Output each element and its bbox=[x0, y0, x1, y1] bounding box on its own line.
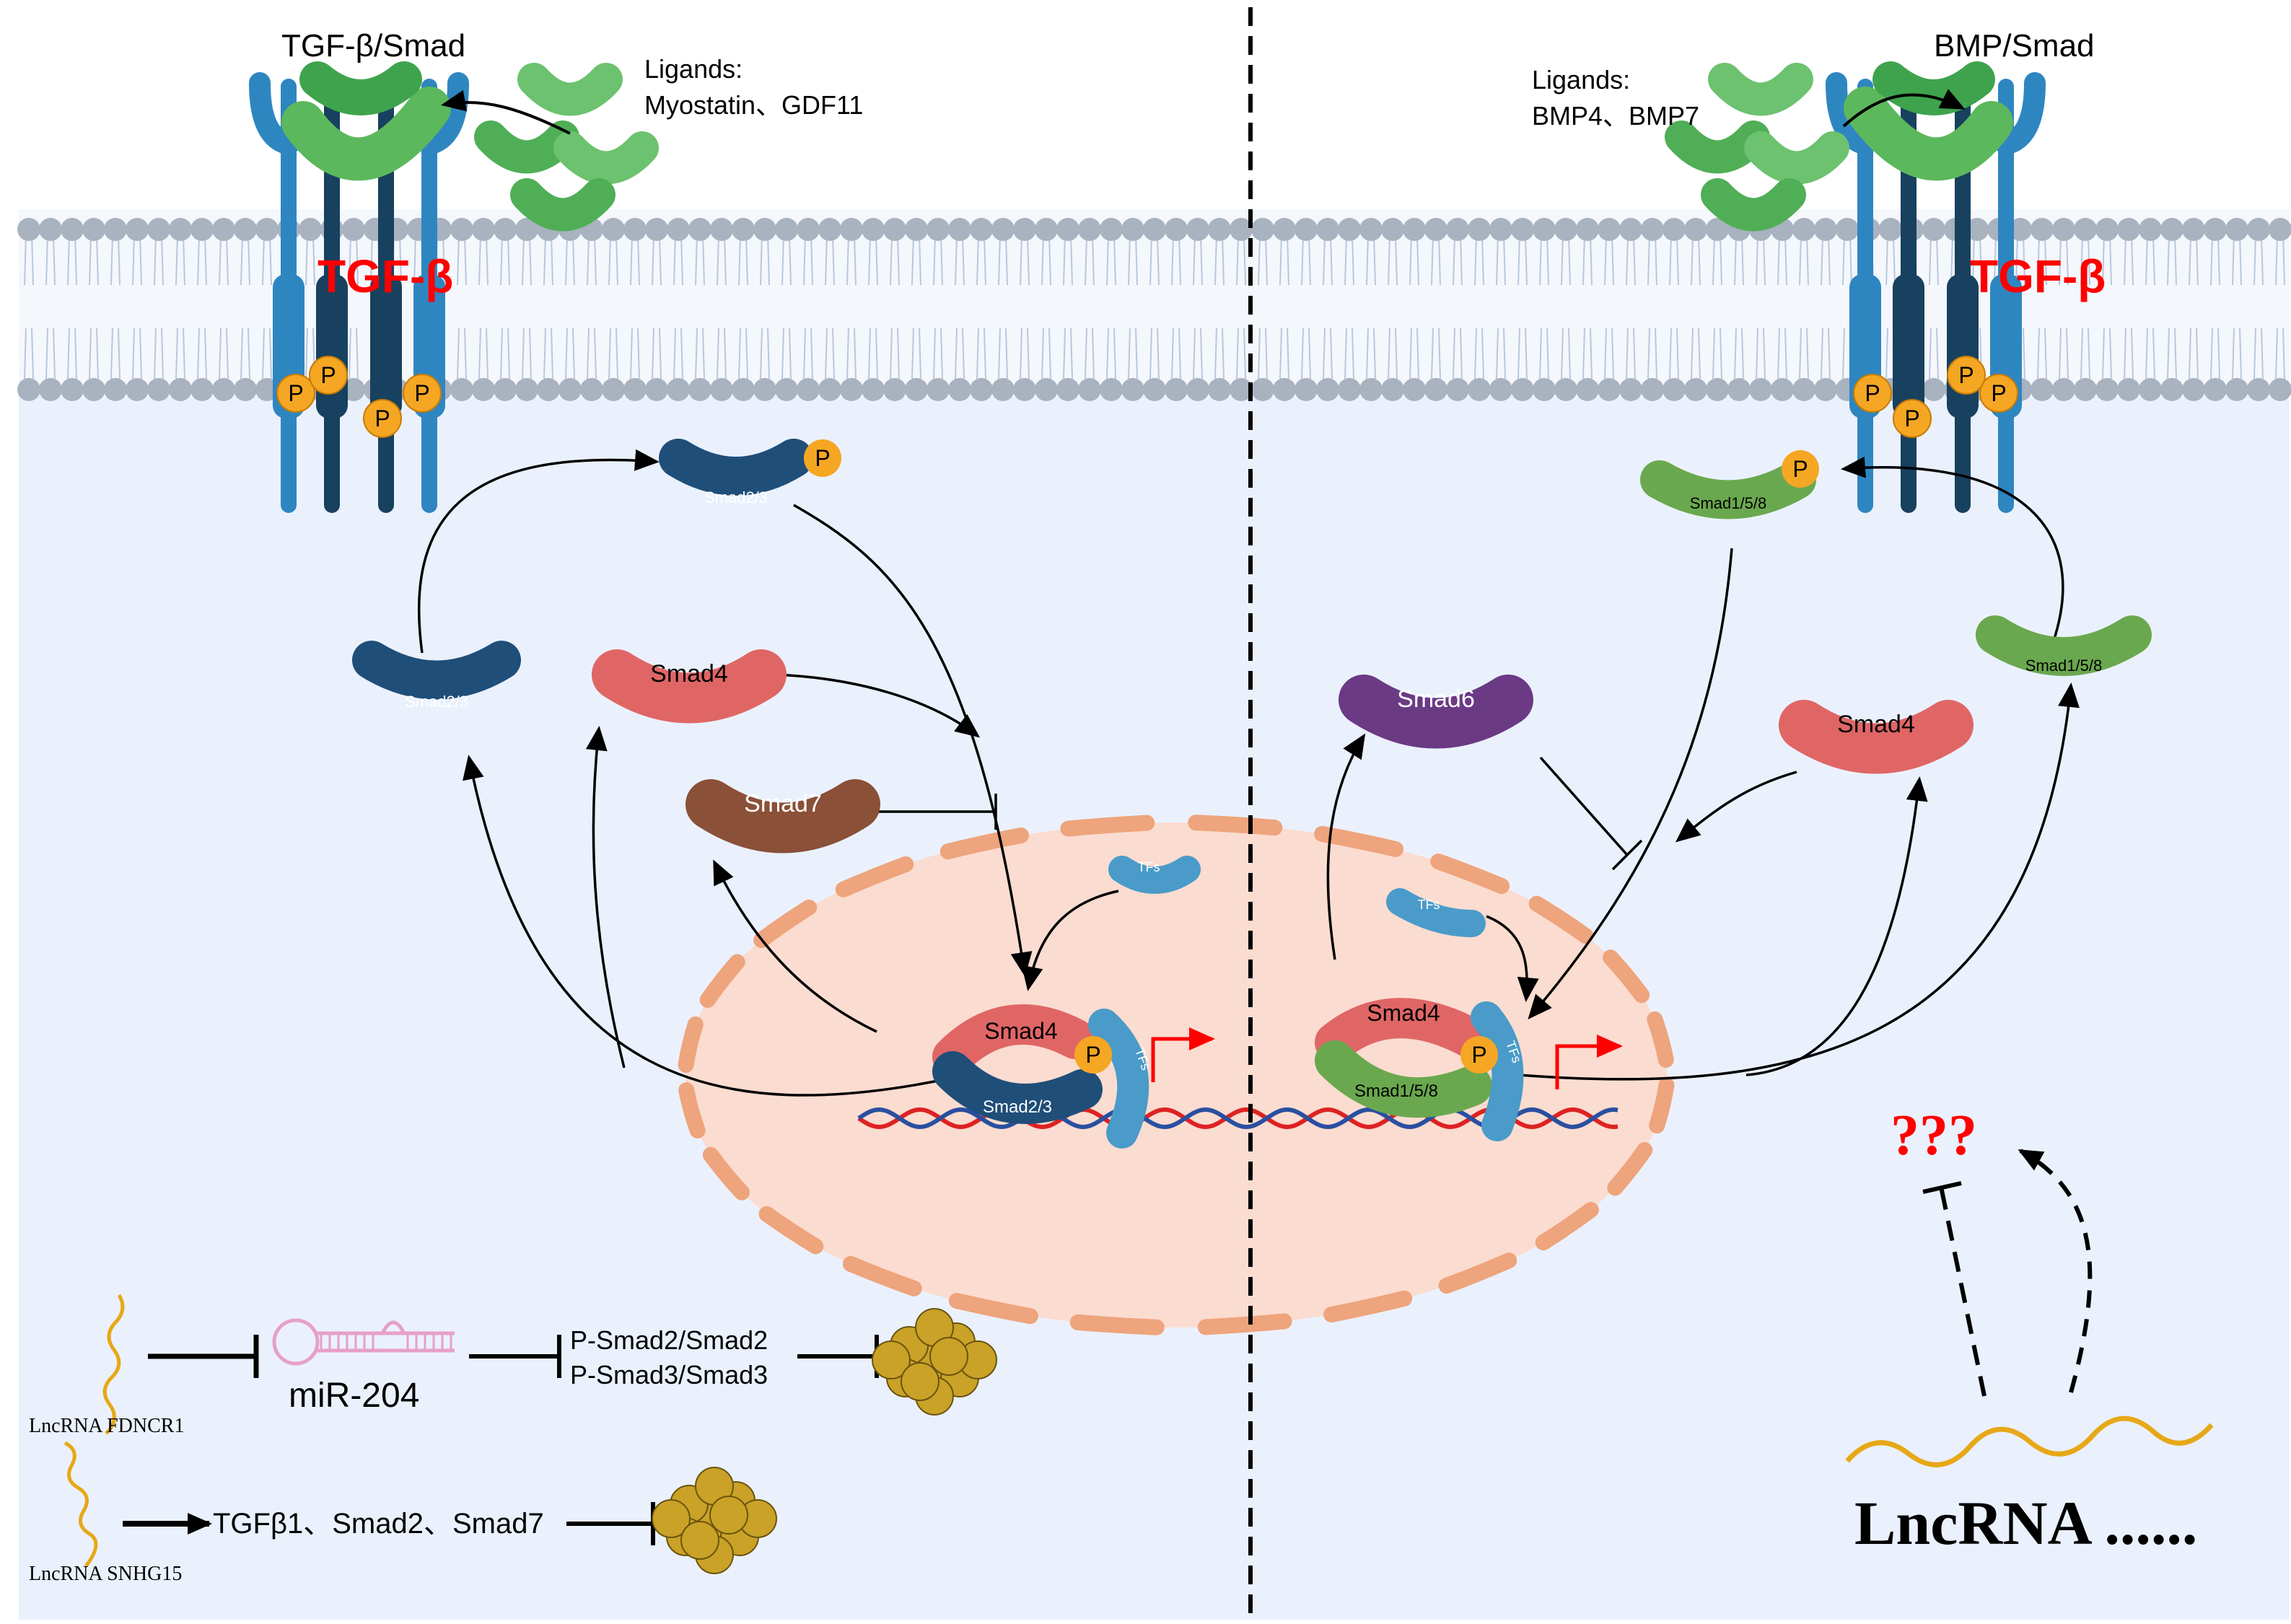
ligand-binding-arrow-right bbox=[1842, 89, 1966, 128]
svg-text:P: P bbox=[414, 380, 429, 406]
lncrna-snhg15-strand bbox=[63, 1441, 98, 1568]
ligands-names-right: BMP4、BMP7 bbox=[1532, 101, 1699, 131]
svg-text:Smad4: Smad4 bbox=[650, 660, 728, 688]
ligands-names-left: Myostatin、GDF11 bbox=[644, 90, 863, 120]
pathway-arrows-right bbox=[1326, 456, 2080, 1081]
pathway-arrows-left bbox=[417, 449, 1119, 1097]
svg-text:P: P bbox=[374, 405, 390, 431]
svg-text:Smad4: Smad4 bbox=[1367, 1000, 1440, 1026]
inhibition-line bbox=[469, 1335, 561, 1378]
lncrna-unknown-label: LncRNA ...... bbox=[1854, 1488, 2197, 1558]
tfs-left: TFs bbox=[1108, 856, 1201, 894]
smad4-right: Smad4 bbox=[1779, 700, 1974, 774]
svg-text:P: P bbox=[1085, 1042, 1100, 1068]
svg-text:Smad1/5/8: Smad1/5/8 bbox=[1354, 1081, 1438, 1101]
svg-text:P: P bbox=[320, 362, 336, 388]
smad23-cytoplasm: Smad2/3 bbox=[352, 641, 521, 711]
mir204-hairpin-icon bbox=[272, 1318, 455, 1366]
transcription-arrow-right bbox=[1555, 1035, 1623, 1089]
receptor-label-left: TGF-β bbox=[317, 250, 453, 302]
svg-text:Smad4: Smad4 bbox=[1837, 711, 1915, 738]
inhibition-line bbox=[148, 1335, 259, 1378]
pathway-title-left: TGF-β/Smad bbox=[281, 28, 465, 63]
svg-text:P: P bbox=[288, 380, 303, 406]
svg-text:P: P bbox=[1865, 380, 1880, 406]
svg-text:TFs: TFs bbox=[1138, 860, 1160, 874]
psmad2-label: P-Smad2/Smad2 bbox=[570, 1325, 768, 1355]
receptor-label-right: TGF-β bbox=[1970, 250, 2106, 302]
smad23-phospho-top: Smad2/3 bbox=[659, 439, 813, 506]
lncrna-snhg15-label: LncRNA SNHG15 bbox=[29, 1563, 182, 1585]
lncrna-fdncr1-label: LncRNA FDNCR1 bbox=[29, 1415, 184, 1437]
phospho-badge: P bbox=[1782, 450, 1819, 488]
svg-text:TFs: TFs bbox=[1418, 897, 1440, 912]
svg-text:Smad4: Smad4 bbox=[984, 1018, 1057, 1044]
ligand-cluster-left bbox=[474, 63, 659, 232]
transcription-arrow-left bbox=[1151, 1027, 1215, 1082]
psmad3-label: P-Smad3/Smad3 bbox=[570, 1360, 768, 1390]
adipocyte-cluster-icon bbox=[652, 1467, 777, 1574]
svg-text:P: P bbox=[1792, 456, 1808, 482]
unknown-target-label: ??? bbox=[1891, 1104, 1977, 1167]
ligand-binding-arrow-left bbox=[441, 89, 571, 135]
svg-text:Smad1/5/8: Smad1/5/8 bbox=[2025, 657, 2102, 675]
mir204-label: miR-204 bbox=[289, 1377, 419, 1415]
svg-text:Smad2/3: Smad2/3 bbox=[983, 1097, 1052, 1117]
lncrna-fdncr1-strand bbox=[102, 1294, 125, 1435]
smad-complex-right: Smad4 Smad1/5/8 TFs P bbox=[1315, 998, 1524, 1141]
smad4-left: Smad4 bbox=[592, 649, 787, 724]
svg-text:Smad2/3: Smad2/3 bbox=[704, 488, 768, 506]
svg-text:Smad7: Smad7 bbox=[744, 790, 822, 817]
nucleus bbox=[685, 822, 1667, 1327]
smad158-cytoplasm: Smad1/5/8 bbox=[1976, 615, 2152, 676]
smad-complex-left: Smad4 Smad2/3 TFs P bbox=[932, 1004, 1153, 1149]
tfs-right: TFs bbox=[1386, 888, 1486, 937]
pathway-title-right: BMP/Smad bbox=[1934, 28, 2095, 63]
ligands-label-left: Ligands: bbox=[644, 54, 743, 84]
smad7: Smad7 bbox=[685, 779, 880, 853]
phospho-badge: P bbox=[804, 439, 841, 477]
svg-text:Smad2/3: Smad2/3 bbox=[405, 693, 468, 711]
activation-dashed-arrow bbox=[2018, 1149, 2093, 1393]
svg-text:P: P bbox=[815, 445, 830, 471]
svg-text:P: P bbox=[1904, 405, 1919, 431]
nuclear-envelope bbox=[678, 815, 1675, 1335]
svg-text:Smad1/5/8: Smad1/5/8 bbox=[1690, 494, 1766, 512]
smad6: Smad6 bbox=[1339, 675, 1533, 749]
smad158-phospho-top: Smad1/5/8 bbox=[1640, 460, 1816, 519]
snhg15-targets-label: TGFβ1、Smad2、Smad7 bbox=[213, 1508, 544, 1540]
svg-text:P: P bbox=[1471, 1042, 1486, 1068]
ligand-cluster-right bbox=[1665, 63, 1849, 232]
ligands-label-right: Ligands: bbox=[1532, 65, 1630, 95]
svg-text:P: P bbox=[1991, 380, 2006, 406]
adipocyte-cluster-icon bbox=[872, 1308, 997, 1415]
svg-text:P: P bbox=[1958, 362, 1974, 388]
inhibition-dashed bbox=[1922, 1181, 1986, 1397]
lncrna-unknown-strand bbox=[1845, 1415, 2214, 1467]
svg-text:Smad6: Smad6 bbox=[1397, 685, 1475, 713]
